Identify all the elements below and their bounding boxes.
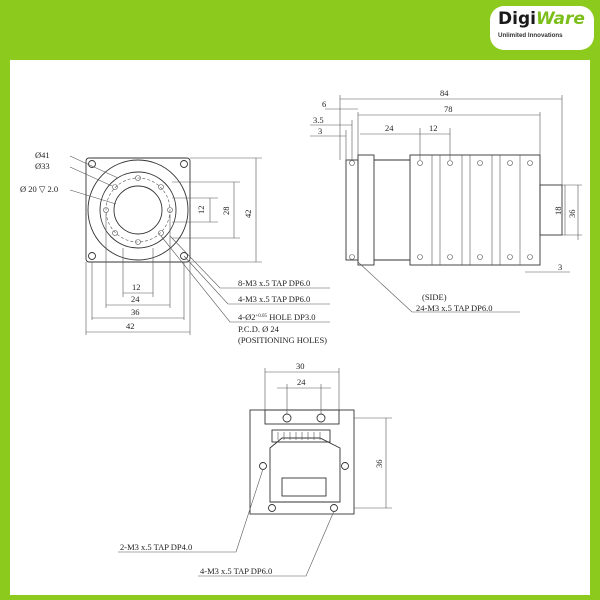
corner-screw [88,160,96,168]
leader-rear-callout-2 [198,510,335,577]
leader-dia20 [69,189,117,205]
side-body [409,154,541,266]
logo-word-ware: Ware [535,9,585,29]
side-tap-hole [477,160,483,166]
rear-screw [330,504,338,512]
leader-side-callout [357,261,520,313]
leader-callout-3 [160,235,330,323]
label-dim-84: 84 [440,88,449,98]
label-dim-24-h: 24 [131,294,140,304]
rear-screw [268,504,276,512]
label-dia41: Ø41 [35,150,50,160]
side-tap-hole [447,254,453,260]
label-dim-36: 36 [567,210,577,219]
rear-screw [259,462,267,470]
rear-inner-panel [269,437,341,503]
rear-top-lip [264,409,340,425]
label-dim-3-b: 3 [558,262,562,272]
side-tap-hole [349,160,355,166]
tap-hole [158,230,164,236]
callout-pcd: P.C.D. Ø 24 [238,324,280,334]
side-tap-hole [527,254,533,260]
side-tap-hole [477,254,483,260]
corner-screw [180,252,188,260]
drawing-panel [10,60,590,595]
tap-hole [135,175,141,181]
label-dim-28-v: 28 [221,207,231,216]
brand-logo: DigiWare Unlimited Innovations [490,6,594,50]
side-view: 84 78 6 3.5 3 24 12 18 36 3 (SIDE) 24-M3… [310,88,582,313]
front-view: Ø41 Ø33 Ø 20 ▽ 2.0 12 28 42 12 24 36 42 [20,150,330,345]
label-side: (SIDE) [422,292,447,302]
pcd-circle [105,177,171,243]
rear-body-outline [249,409,355,515]
callout-4-dia2: 4-Ø2+0.05 HOLE DP3.0 [238,312,315,322]
tap-hole [103,207,109,213]
tap-hole [135,239,141,245]
leader-rear-callout-1 [118,468,264,553]
callout-4-dia2-rest: HOLE DP3.0 [267,312,315,322]
callout-4-dia2-tol: +0.05 [255,314,267,319]
logo-wordmark: DigiWare [498,8,585,30]
label-dim-24: 24 [297,377,306,387]
leader-callout-2 [183,255,330,305]
callout-positioning-holes: (POSITIONING HOLES) [238,335,327,345]
label-dim-6: 6 [322,99,326,109]
callout-side-24m3: 24-M3 x.5 TAP DP6.0 [416,303,493,313]
label-dim-30: 30 [296,361,305,371]
callout-8m3: 8-M3 x.5 TAP DP6.0 [238,278,310,288]
label-dim-18: 18 [553,207,563,216]
rear-label-window [281,477,327,497]
label-dim-42-v: 42 [243,210,253,219]
logo-word-digi: Digi [498,9,536,29]
side-flange [357,154,375,266]
circle-33 [99,171,177,249]
corner-screw [88,252,96,260]
side-tap-hole [417,160,423,166]
side-front-plate [345,159,359,261]
side-tap-hole [527,160,533,166]
tap-hole [112,184,118,190]
label-dim-42-h: 42 [126,321,135,331]
label-dim-12: 12 [429,123,438,133]
outer-circle-41 [87,159,189,261]
corner-screw [180,160,188,168]
callout-rear-2m3: 2-M3 x.5 TAP DP4.0 [120,542,192,552]
label-dia33: Ø33 [35,161,50,171]
label-dia20: Ø 20 ▽ 2.0 [20,184,58,194]
callout-4m3: 4-M3 x.5 TAP DP6.0 [238,294,310,304]
label-dim-24: 24 [385,123,394,133]
label-dim-12-v: 12 [196,206,206,215]
leader-dia41 [69,155,119,179]
side-tap-hole [447,160,453,166]
label-dim-3-5: 3.5 [313,115,324,125]
side-tap-hole [417,254,423,260]
rear-screw [341,462,349,470]
tap-hole [112,230,118,236]
logo-tagline: Unlimited Innovations [498,32,563,39]
label-dim-36-h: 36 [131,307,140,317]
callout-rear-4m3: 4-M3 x.5 TAP DP6.0 [200,566,272,576]
bore-circle-20 [113,185,163,235]
rear-screw [316,413,326,423]
tap-hole [167,207,173,213]
side-tap-hole [507,160,513,166]
side-tap-hole [507,254,513,260]
callout-4-dia2-main: 4-Ø2 [238,312,255,322]
label-dim-36: 36 [374,460,384,469]
side-tap-hole [349,254,355,260]
label-dim-78: 78 [444,104,453,114]
tap-hole [158,184,164,190]
rear-view: 30 24 36 2-M3 x.5 TAP DP4.0 4-M3 x.5 TAP… [118,361,392,577]
side-connector [539,184,563,236]
leader-callout-1 [169,235,330,289]
label-dim-12-h: 12 [132,282,141,292]
label-dim-3: 3 [318,126,322,136]
rear-connector-strip [271,429,331,443]
front-body-outline [85,157,191,263]
rear-screw [282,413,292,423]
leader-dia33 [69,166,113,187]
